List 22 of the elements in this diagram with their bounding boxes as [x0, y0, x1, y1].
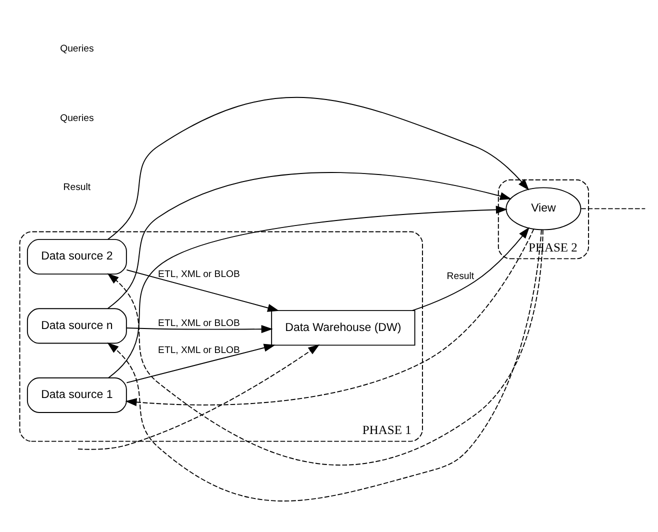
arrow [412, 226, 530, 311]
node-box: Data source n [26, 308, 127, 344]
arrow [126, 268, 280, 312]
arrow [107, 96, 530, 240]
edge-label: ETL, XML or BLOB [158, 317, 240, 328]
arrow [125, 228, 534, 406]
arrow [126, 324, 273, 333]
label: Queries [60, 112, 94, 124]
edge-label: ETL, XML or BLOB [158, 344, 240, 356]
edge-label: ETL, XML or BLOB [158, 268, 240, 280]
node-box: Data source 2 [26, 238, 127, 274]
edge-label: Result [446, 270, 474, 282]
label: Queries [60, 43, 94, 54]
node-box: Data source 1 [26, 376, 127, 412]
arrow [108, 205, 508, 378]
node-box: Data Warehouse (DW) [271, 310, 416, 346]
arrow [126, 343, 276, 383]
arrow [78, 344, 320, 450]
connector [580, 208, 646, 209]
arrow [107, 172, 512, 308]
label: Result [63, 181, 91, 192]
node-ellipse: View [506, 186, 582, 230]
